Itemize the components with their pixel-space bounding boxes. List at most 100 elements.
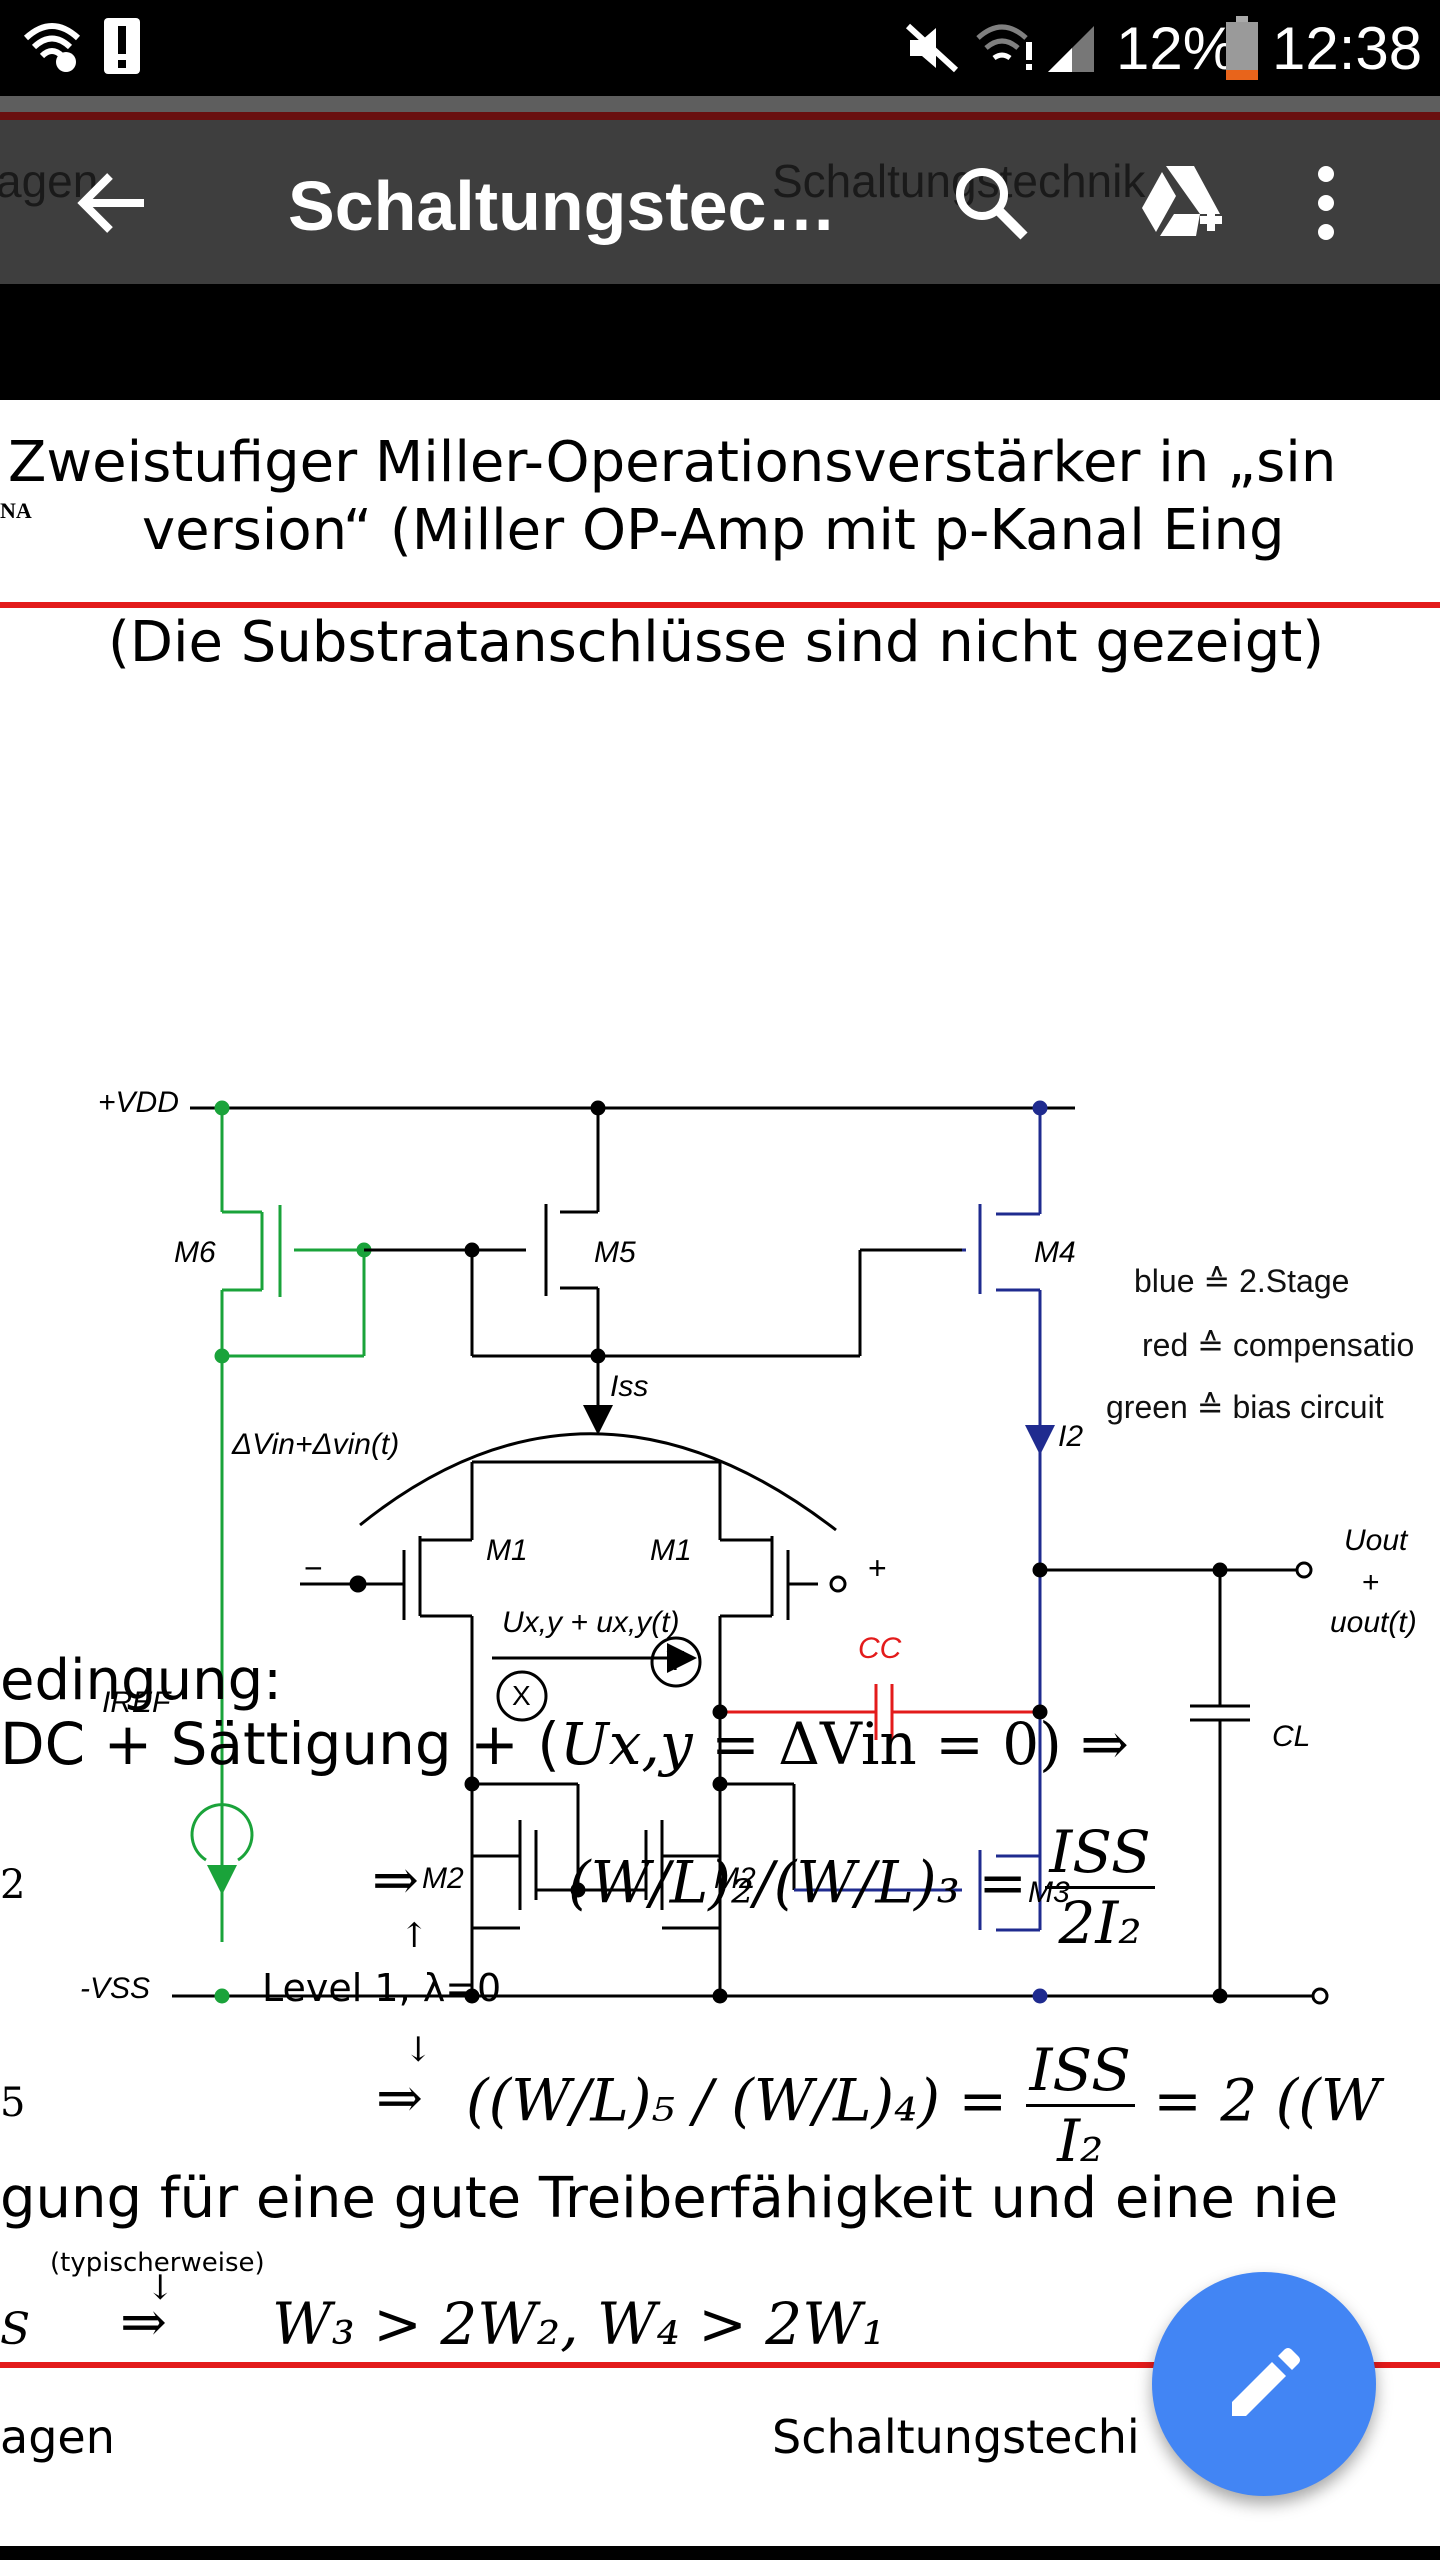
vss-label: -VSS <box>80 1972 151 2005</box>
math-row3-left: 2 <box>0 1862 26 1908</box>
vdd-label: +VDD <box>98 1086 179 1119</box>
app-bar: agen Schaltungstechnik Schaltungstec… <box>0 96 1440 284</box>
mute-icon <box>905 23 959 73</box>
viewer-band <box>0 284 1440 400</box>
node-x-label: X <box>512 1680 531 1711</box>
uout-plus-label: + <box>1362 1566 1380 1599</box>
i2-label: I2 <box>1058 1420 1084 1453</box>
math-line2-var: Ux,y <box>559 1710 693 1778</box>
math-row4-den: I₂ <box>1057 2107 1104 2175</box>
output-stage <box>794 1100 1055 2004</box>
legend-green-meaning: bias circuit <box>1232 1389 1384 1425</box>
cc-label: CC <box>858 1632 902 1665</box>
math-row6-eq: W₃ > 2W₂, W₄ > 2W₁ <box>272 2290 886 2358</box>
legend-green-name: green <box>1106 1389 1188 1425</box>
node-y-label: Y <box>666 1645 685 1676</box>
bottom-edge <box>0 2546 1440 2560</box>
legend-blue-name: blue <box>1134 1263 1195 1299</box>
back-arrow-icon[interactable] <box>68 158 158 248</box>
iref-label: IREF <box>102 1686 171 1719</box>
math-line2-prefix: DC + Sättigung + ( <box>0 1710 560 1778</box>
math-line2-mid: = ΔVin = 0) ⇒ <box>692 1710 1129 1778</box>
m5-label: M5 <box>594 1236 636 1269</box>
legend-red-meaning: compensatio <box>1232 1327 1415 1363</box>
legend-red-name: red <box>1142 1327 1189 1363</box>
math-row3-num: ISS <box>1045 1818 1155 1889</box>
pencil-icon <box>1232 2348 1300 2416</box>
legend-green: green ≙ bias circuit <box>1106 1388 1384 1426</box>
level-arrow: ↑ <box>400 1916 429 1956</box>
math-row4-eq: ((W/L)₅ / (W/L)₄) = <box>466 2066 1008 2135</box>
math-line2: DC + Sättigung + (Ux,y = ΔVin = 0) ⇒ <box>0 1710 1129 1778</box>
status-bar: 12% 12:38 <box>0 0 1440 96</box>
m2-right-label: M2 <box>714 1862 756 1895</box>
alert-icon <box>104 18 140 74</box>
math-line1: edingung: <box>0 1648 282 1713</box>
appbar-red-stripe <box>0 112 1440 120</box>
math-row3-eq: (W/L)₂/(W/L)₃ = <box>568 1848 1027 1917</box>
m1-left-label: M1 <box>486 1534 528 1567</box>
row4-down-arrow: ↓ <box>404 2030 433 2070</box>
legend-red: red ≙ compensatio <box>1142 1326 1414 1364</box>
appbar-ghost-left: agen <box>0 155 99 207</box>
supply-rails <box>172 1100 1329 2005</box>
battery-percent: 12% <box>1116 15 1237 82</box>
m1-right-label: M1 <box>650 1534 692 1567</box>
math-row4-tail: = 2 ((W <box>1153 2066 1381 2135</box>
title-divider <box>0 602 1440 608</box>
uout-t-label: uout(t) <box>1330 1606 1417 1639</box>
edit-fab-button[interactable] <box>1152 2272 1376 2496</box>
cl-label: CL <box>1272 1720 1311 1753</box>
footer-divider <box>0 2362 1440 2368</box>
delta-vin-label: ΔVin+Δvin(t) <box>232 1428 400 1461</box>
compensation <box>720 1684 1040 1740</box>
slide-page[interactable]: Zweistufiger Miller-Operationsverstärker… <box>0 400 1440 2540</box>
math-row4-left: 5 <box>0 2080 26 2126</box>
load-network <box>712 1561 1313 1996</box>
math-row4-arrow: ⇒ <box>376 2066 423 2131</box>
slide-subtitle: (Die Substratanschlüsse sind nicht gezei… <box>108 610 1325 675</box>
wifi-call-icon <box>23 23 81 72</box>
m6-label: M6 <box>174 1236 216 1269</box>
m2-left-label: M2 <box>422 1862 464 1895</box>
legend-blue-meaning: 2.Stage <box>1239 1263 1350 1299</box>
math-row4-num: ISS <box>1025 2036 1135 2107</box>
clock: 12:38 <box>1272 15 1423 82</box>
level-label: Level 1, λ=0 <box>262 1966 502 2010</box>
legend-red-symbol: ≙ <box>1197 1327 1224 1363</box>
slide-logo: NA <box>0 498 32 523</box>
math-line5: gung für eine gute Treiberfähigkeit und … <box>0 2166 1339 2231</box>
appbar-stripe <box>0 96 1440 112</box>
drive-add-icon[interactable] <box>1138 158 1228 248</box>
slide-title-line1: Zweistufiger Miller-Operationsverstärker… <box>8 430 1337 495</box>
uout-label: Uout <box>1344 1524 1408 1557</box>
differential-stage <box>300 1108 966 1996</box>
math-row6-left: S <box>0 2304 31 2355</box>
slide-title-line2: version“ (Miller OP-Amp mit p-Kanal Eing <box>142 498 1285 563</box>
battery-icon <box>1226 16 1258 80</box>
legend-green-symbol: ≙ <box>1196 1389 1224 1425</box>
input-plus-label: + <box>868 1550 887 1586</box>
m3-label: M3 <box>1028 1876 1070 1909</box>
app-title: Schaltungstec… <box>288 167 837 245</box>
typ-arrow: ↓ <box>146 2268 175 2308</box>
math-row6-arrow: ⇒ <box>120 2290 167 2355</box>
legend-blue-symbol: ≙ <box>1203 1263 1231 1299</box>
wifi-weak-icon <box>976 24 1032 70</box>
input-minus-label: − <box>304 1550 323 1586</box>
bias-circuit <box>190 1100 372 2004</box>
more-vert-icon[interactable] <box>1306 158 1346 248</box>
circuit-diagram <box>172 1100 1329 2005</box>
math-row3-arrow: ⇒ <box>372 1848 419 1913</box>
typ-label: (typischerweise) <box>50 2248 265 2278</box>
iss-label: Iss <box>610 1370 649 1403</box>
math-row3-den: 2I₂ <box>1058 1889 1142 1957</box>
m4-label: M4 <box>1034 1236 1076 1269</box>
search-icon[interactable] <box>946 158 1036 248</box>
footer-right: Schaltungstechi <box>772 2410 1140 2464</box>
legend-blue: blue ≙ 2.Stage <box>1134 1262 1349 1300</box>
